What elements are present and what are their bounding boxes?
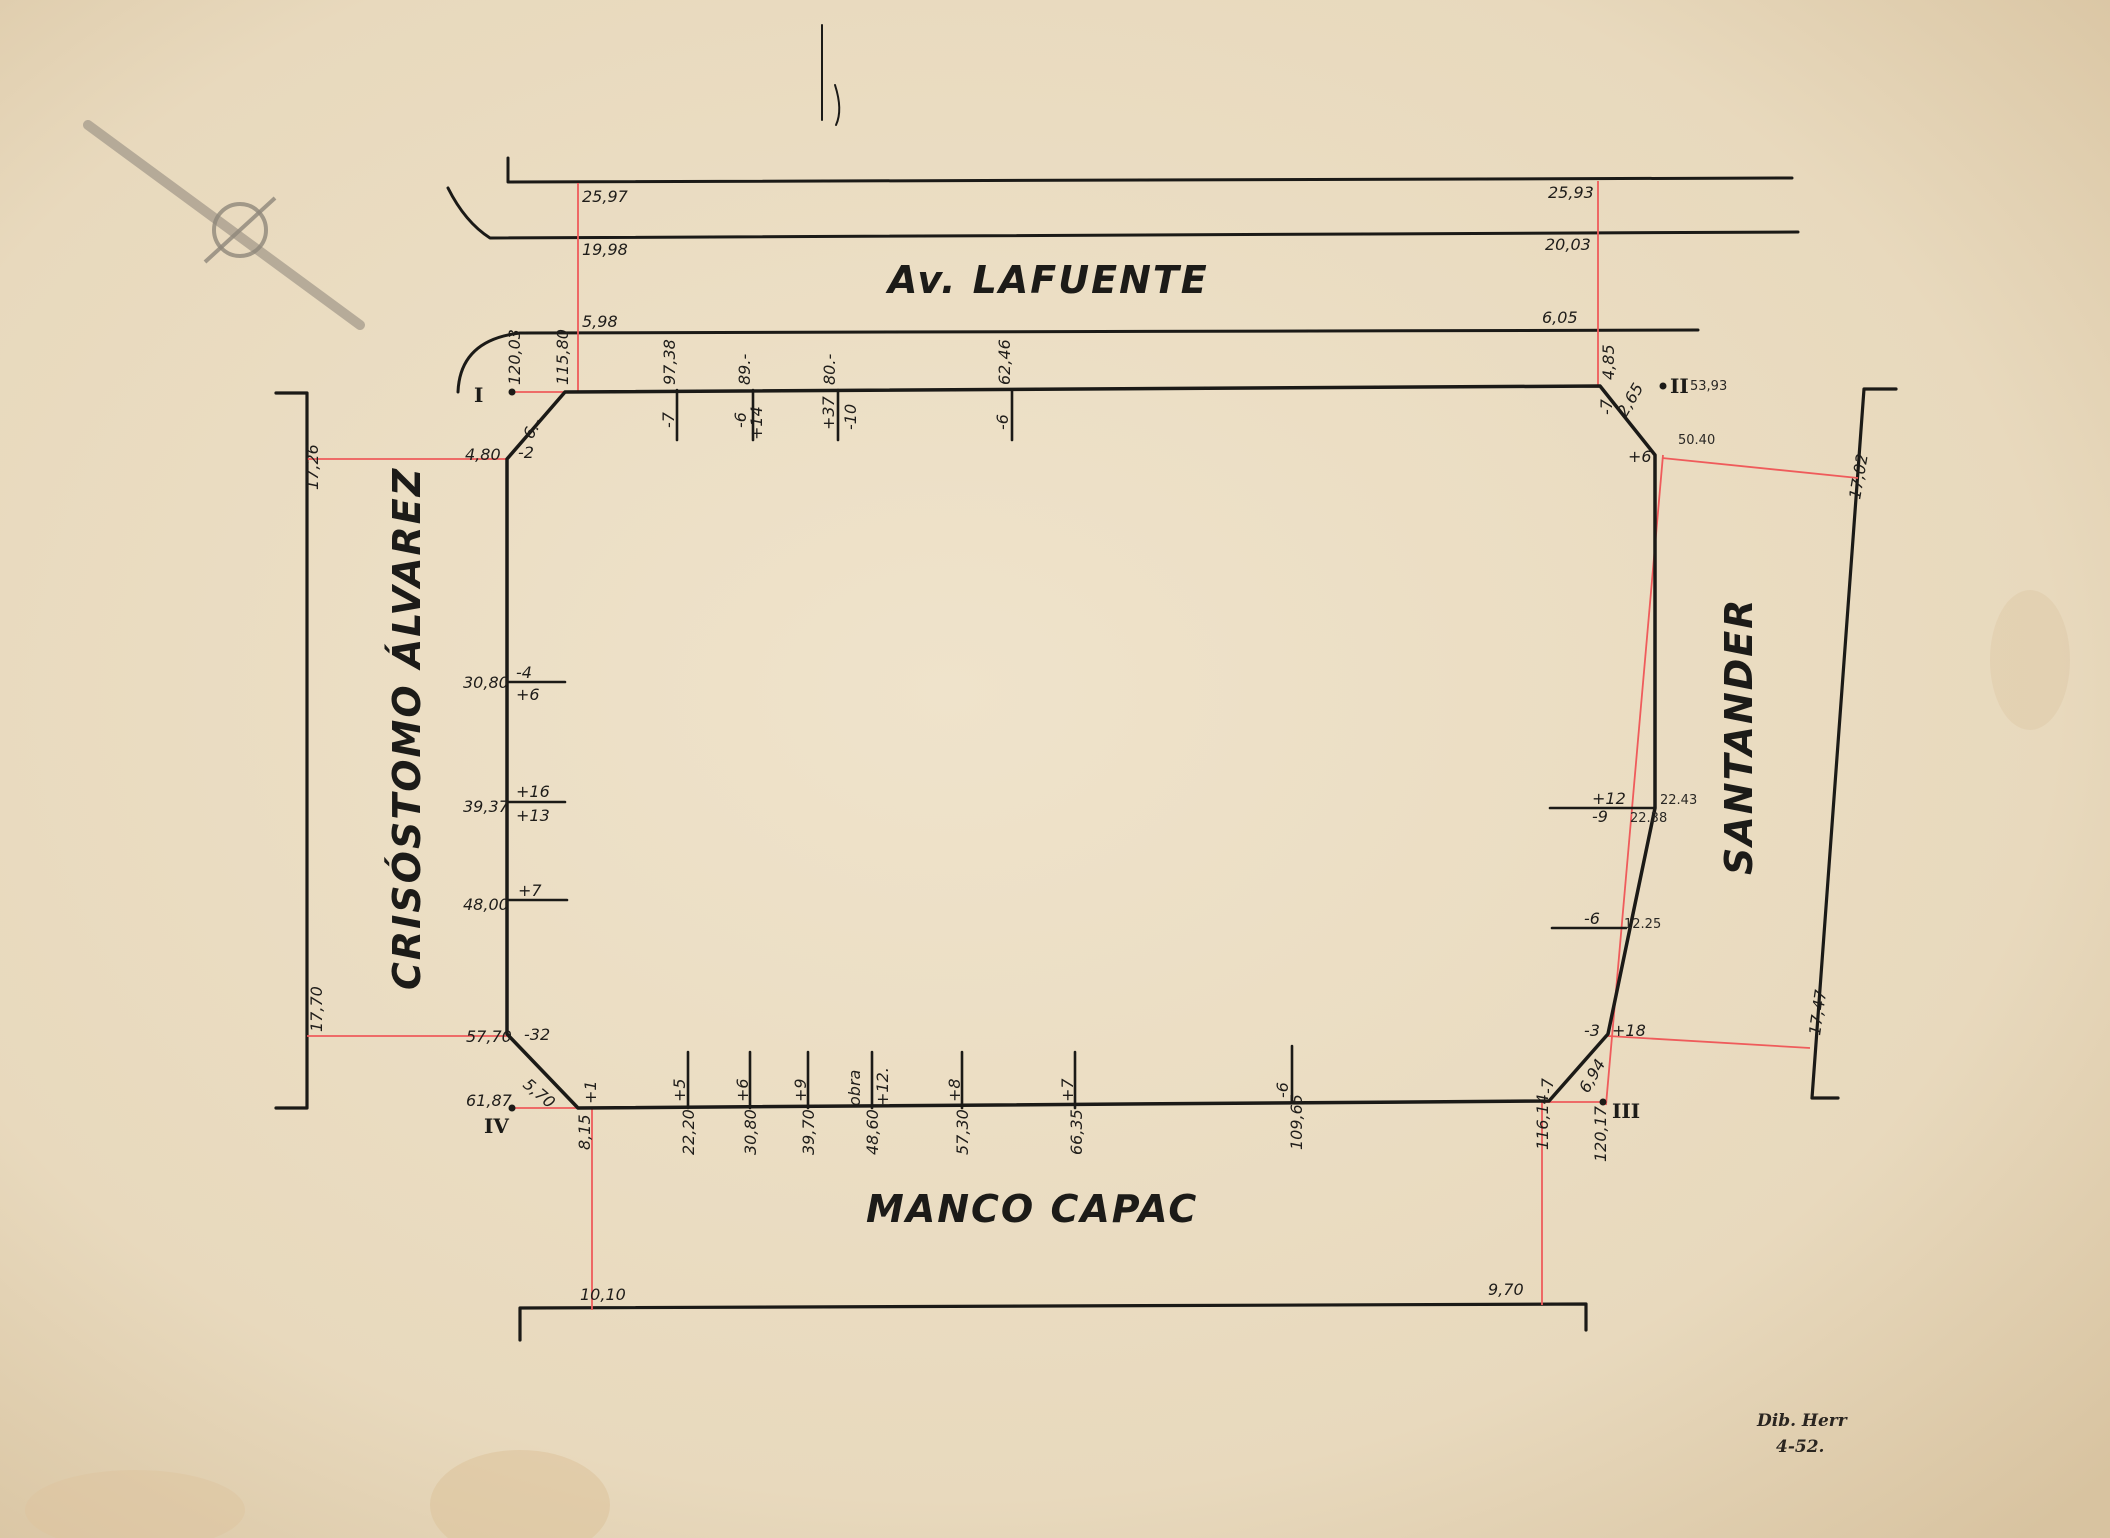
south-mark-2: +5 — [670, 1078, 689, 1102]
south-station-5: 48,60 — [863, 1109, 882, 1155]
north-station-2: 115,80 — [553, 329, 572, 385]
west-mark-5: +13 — [516, 806, 550, 825]
stain — [1990, 590, 2070, 730]
south-mark-5: obra — [845, 1070, 864, 1106]
lafuente-near-line — [456, 328, 1700, 394]
south-mark-10: -7 — [1538, 1077, 1557, 1094]
north-mark-5: +37 — [819, 395, 838, 430]
west-ticks — [505, 680, 569, 902]
north-right-near: 6,05 — [1542, 308, 1578, 327]
south-ticks — [686, 1044, 1294, 1110]
south-station-3: 30,80 — [741, 1109, 760, 1155]
east-station-4: 22.38 — [1630, 811, 1667, 826]
east-street-line — [1810, 387, 1898, 1100]
east-ticks — [1548, 806, 1657, 930]
signature-line-1: Dib. Herr — [1756, 1411, 1848, 1431]
east-station-2: 50.40 — [1678, 433, 1715, 448]
north-station-1: 120,03 — [505, 329, 524, 385]
west-mark-4: +16 — [516, 782, 550, 801]
corner-label-ii: II — [1670, 374, 1689, 398]
south-mark-8: +7 — [1058, 1078, 1077, 1102]
west-station-4: 48,00 — [463, 895, 509, 914]
east-station-5: 12.25 — [1624, 917, 1661, 932]
corner-label-i: I — [474, 383, 483, 407]
north-mark-3: -6 — [731, 412, 750, 428]
north-mark-7: -6 — [993, 414, 1012, 430]
south-station-8: 109,65 — [1287, 1094, 1306, 1150]
corner-dots — [508, 382, 1667, 1112]
west-station-2: 30,80 — [463, 673, 509, 692]
west-width-1: 17,26 — [303, 444, 322, 490]
south-street-line — [518, 1302, 1588, 1342]
south-station-2: 22,20 — [679, 1109, 698, 1155]
north-station-5: 80.- — [820, 354, 839, 385]
south-station-9: 116,14 — [1533, 1094, 1552, 1150]
street-name-west: CRISÓSTOMO ÁLVAREZ — [385, 467, 429, 990]
north-station-6: 62,46 — [995, 339, 1014, 385]
north-mark-8: -7 — [1597, 398, 1616, 415]
north-station-4: 89.- — [735, 354, 754, 385]
signature-line-2: 4-52. — [1776, 1437, 1824, 1457]
south-mark-7: +8 — [945, 1078, 964, 1102]
south-station-10: 120,17 — [1591, 1105, 1610, 1162]
stain — [25, 1470, 245, 1538]
east-mark-5: -3 — [1584, 1021, 1600, 1040]
top-tick — [821, 24, 841, 126]
street-name-north: Av. LAFUENTE — [885, 258, 1209, 302]
west-mark-2: -4 — [516, 663, 532, 682]
south-mark-6: +12. — [873, 1067, 892, 1106]
lafuente-mid-line — [446, 186, 1800, 240]
west-station-5: 57,70 — [466, 1027, 512, 1046]
north-mark-2: -7 — [659, 411, 678, 428]
north-mark-6: -10 — [841, 404, 860, 430]
east-mark-1: +6 — [1628, 447, 1652, 466]
north-left-mid: 19,98 — [582, 240, 628, 259]
south-width-2: 9,70 — [1488, 1280, 1524, 1299]
lafuente-far-line — [506, 156, 1794, 184]
north-right-mid: 20,03 — [1545, 235, 1591, 254]
north-mark-4: +14 — [747, 406, 766, 440]
stain — [430, 1450, 610, 1538]
corner-label-iii: III — [1612, 1099, 1640, 1123]
east-station-3: 22.43 — [1660, 793, 1697, 808]
east-mark-2: +12 — [1592, 789, 1626, 808]
west-station-6: 61,87 — [466, 1091, 513, 1110]
street-name-east: SANTANDER — [1717, 597, 1761, 875]
north-left-near: 5,98 — [582, 312, 618, 331]
west-street-line — [274, 391, 309, 1110]
west-mark-1: -2 — [518, 443, 534, 462]
north-left-far: 25,97 — [582, 187, 629, 206]
south-mark-3: +6 — [733, 1078, 752, 1102]
west-mark-3: +6 — [516, 685, 540, 704]
south-mark-4: +9 — [791, 1078, 810, 1102]
corner-label-iv: IV — [484, 1114, 509, 1138]
west-mark-6: +7 — [518, 881, 542, 900]
west-station-3: 39,37 — [463, 797, 510, 816]
south-mark-9: -6 — [1273, 1082, 1292, 1098]
south-mark-1: +1 — [581, 1080, 600, 1104]
north-station-7: 4,85 — [1599, 344, 1618, 380]
east-station-1: 53,93 — [1690, 379, 1727, 394]
south-station-4: 39,70 — [799, 1109, 818, 1155]
drafting-pin-icon — [83, 120, 365, 330]
south-station-1: 8,15 — [575, 1114, 594, 1150]
north-right-far: 25,93 — [1548, 183, 1594, 202]
west-station-1: 4,80 — [465, 445, 501, 464]
street-name-south: MANCO CAPAC — [866, 1187, 1198, 1231]
north-station-3: 97,38 — [660, 339, 679, 385]
east-mark-3: -9 — [1592, 807, 1608, 826]
south-station-6: 57,30 — [953, 1109, 972, 1155]
east-mark-4: -6 — [1584, 909, 1600, 928]
block-outline — [505, 384, 1657, 1110]
west-width-2: 17,70 — [307, 986, 326, 1032]
south-width-1: 10,10 — [580, 1285, 626, 1304]
south-station-7: 66,35 — [1067, 1109, 1086, 1155]
north-ticks — [675, 388, 1014, 442]
east-mark-6: +18 — [1612, 1021, 1646, 1040]
west-mark-7: -32 — [524, 1025, 550, 1044]
